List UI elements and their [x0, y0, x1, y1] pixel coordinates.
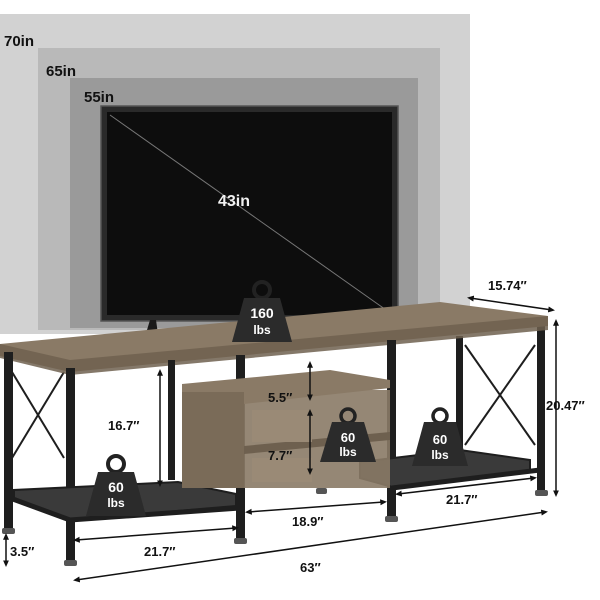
screen-55in-label: 55in [84, 89, 114, 106]
leg-front-right [168, 360, 175, 480]
leg-front-left [4, 352, 13, 530]
dimension-labels: 15.74″ 20.47″ 5.5″ 7.7″ 16.7″ 21.7″ 18.9… [10, 278, 585, 575]
cubby-inner-left [252, 410, 312, 442]
foot-2 [64, 560, 77, 566]
foot-6 [316, 488, 327, 494]
tv-size-label: 43in [218, 193, 250, 210]
weight-right-icon [412, 422, 468, 466]
dim-upper-cubby-label: 5.5″ [268, 390, 292, 405]
weight-left-handle [106, 454, 126, 474]
weight-right-handle [431, 407, 449, 425]
dim-total-width-label: 63″ [300, 560, 321, 575]
brace-right-2 [464, 344, 536, 446]
weight-right-unit: lbs [431, 448, 449, 462]
leg-front-middle-right [387, 340, 396, 518]
dim-open-height-label: 16.7″ [108, 418, 140, 433]
dim-left-shelf-arrow [73, 525, 239, 543]
tv-diagonal [109, 114, 390, 313]
dim-total-width-arrow [73, 509, 548, 583]
cubby-inner-lower [252, 458, 312, 482]
weight-badge-left: 60 lbs [86, 454, 146, 516]
rail-left-lower [9, 495, 71, 523]
leg-back-right-inner [456, 336, 463, 476]
dim-middle-label: 18.9″ [292, 514, 324, 529]
weight-middle-icon [320, 422, 376, 462]
weight-badge-middle: 60 lbs [320, 407, 376, 462]
dim-right-shelf-arrow [395, 475, 537, 497]
dim-clearance-label: 3.5″ [10, 544, 34, 559]
leg-back-right-outer [537, 322, 545, 492]
foot-1 [2, 528, 15, 534]
weight-left-icon [86, 472, 146, 516]
foot-3 [234, 538, 247, 544]
cubby-side-panel [182, 392, 244, 488]
weight-top-value: 160 [250, 305, 274, 321]
screen-65in-label: 65in [46, 63, 76, 80]
dim-depth-arrow [467, 295, 555, 313]
weight-middle-value: 60 [341, 430, 355, 445]
dim-depth-label: 15.74″ [488, 278, 527, 293]
television: 43in [100, 105, 399, 345]
foot-4 [385, 516, 398, 522]
weight-top-unit: lbs [253, 323, 271, 337]
brace-left-2 [11, 371, 65, 459]
dim-middle-arrow [245, 499, 387, 515]
weight-right-value: 60 [433, 432, 447, 447]
screen-70in-label: 70in [4, 33, 34, 50]
dim-lower-cubby-label: 7.7″ [268, 448, 292, 463]
weight-left-value: 60 [108, 479, 124, 495]
weight-middle-unit: lbs [339, 445, 357, 459]
weight-badge-right: 60 lbs [412, 407, 468, 466]
dim-right-shelf-label: 21.7″ [446, 492, 478, 507]
stand-top-front-edge [0, 316, 548, 375]
weight-top-icon [232, 298, 292, 342]
dim-left-shelf-label: 21.7″ [144, 544, 176, 559]
dim-height-label: 20.47″ [546, 398, 585, 413]
weight-left-unit: lbs [107, 496, 125, 510]
leg-front-left-2 [66, 368, 75, 562]
weight-badge-top: 160 lbs [232, 280, 292, 342]
foot-5 [535, 490, 548, 496]
dimension-lines [3, 295, 559, 583]
